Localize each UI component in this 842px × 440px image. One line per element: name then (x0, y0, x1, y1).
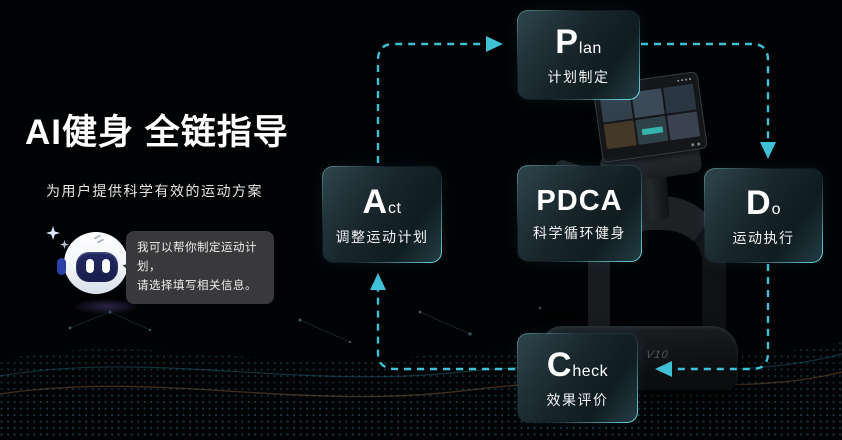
arrow-check-to-act (376, 290, 515, 371)
arrowhead-check-to-act (370, 273, 386, 290)
sparkle-icon (60, 240, 69, 249)
pdca-node-do: D o 运动执行 (704, 168, 823, 263)
page-subtitle: 为用户提供科学有效的运动方案 (46, 183, 263, 199)
arrowhead-act-to-plan (486, 36, 503, 52)
do-letter: D (746, 183, 771, 222)
pdca-node-center: PDCA 科学循环健身 (517, 165, 642, 262)
plan-letter: P (555, 23, 578, 61)
assistant-speech-bubble: 我可以帮你制定运动计划， 请选择填写相关信息。 (126, 231, 274, 304)
act-word-rest: ct (388, 199, 402, 217)
robot-eye (102, 259, 110, 273)
plan-label: 计划制定 (547, 69, 610, 85)
do-word-rest: o (771, 200, 781, 218)
robot-shadow (74, 299, 138, 314)
hero-section: AI健身 全链指导 为用户提供科学有效的运动方案 (25, 104, 289, 201)
arrowhead-do-to-check (655, 361, 672, 377)
robot-ear (57, 258, 66, 275)
arrow-plan-to-do (641, 42, 770, 142)
check-letter: C (546, 346, 572, 384)
bubble-line-1: 我可以帮你制定运动计划， (137, 242, 257, 273)
arrow-do-to-check (672, 264, 770, 371)
pdca-title: PDCA (536, 184, 623, 217)
act-label: 调整运动计划 (335, 228, 429, 245)
robot-visor (76, 252, 118, 282)
arrowhead-plan-to-do (760, 142, 776, 159)
robot-eye (86, 259, 94, 273)
do-label: 运动执行 (732, 229, 795, 246)
page-title: AI健身 全链指导 (25, 113, 289, 152)
pdca-node-check: C heck 效果评价 (517, 333, 638, 423)
check-label: 效果评价 (546, 392, 609, 408)
pdca-node-act: A ct 调整运动计划 (322, 166, 442, 263)
act-letter: A (362, 182, 388, 221)
check-word-rest: heck (572, 363, 609, 380)
bubble-line-2: 请选择填写相关信息。 (137, 280, 257, 292)
pdca-node-plan: P lan 计划制定 (517, 10, 640, 100)
pdca-label: 科学循环健身 (533, 224, 626, 241)
plan-word-rest: lan (578, 40, 602, 57)
arrow-act-to-plan (376, 42, 486, 163)
